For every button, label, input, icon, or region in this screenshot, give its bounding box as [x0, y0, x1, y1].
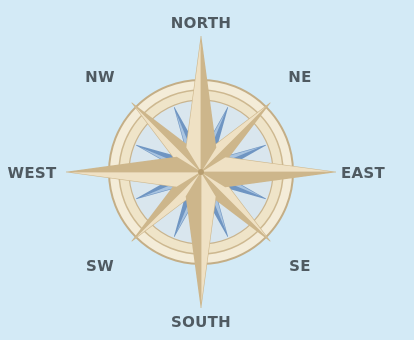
label-southeast: SE [289, 257, 311, 275]
label-northeast: NE [288, 68, 311, 86]
label-southwest: SW [86, 257, 114, 275]
center-dot [198, 169, 204, 175]
label-northwest: NW [85, 68, 115, 86]
label-north: NORTH [171, 14, 231, 32]
label-east: EAST [341, 164, 385, 182]
label-south: SOUTH [171, 313, 231, 331]
label-west: WEST [7, 164, 56, 182]
